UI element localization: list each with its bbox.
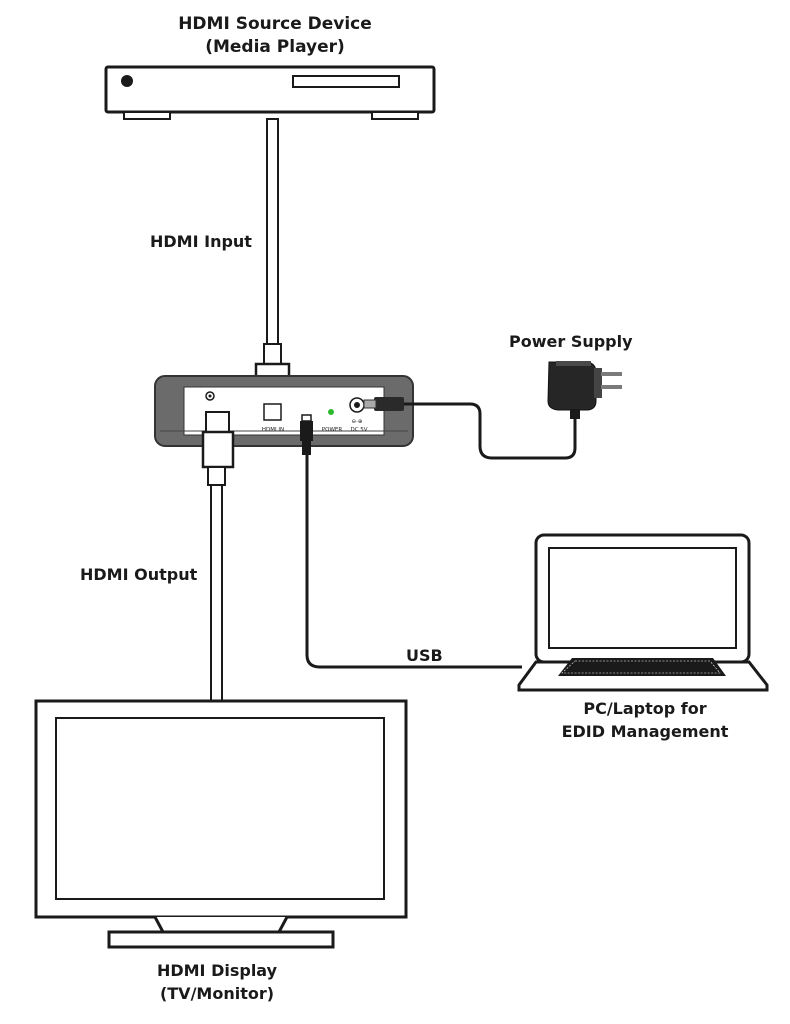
media-player (104, 65, 436, 120)
usb-label: USB (406, 646, 443, 665)
monitor-icon (34, 699, 408, 949)
disc-slot (292, 75, 400, 88)
usb-connector (300, 414, 313, 455)
power-port-label: POWER (322, 427, 343, 433)
power-led-icon (328, 409, 334, 415)
svg-text:⊖·⊕: ⊖·⊕ (352, 419, 363, 425)
hdmi-in-port-label: HDMI IN (262, 427, 284, 433)
source-device-title: HDMI Source Device (178, 14, 372, 34)
power-supply-label: Power Supply (509, 332, 633, 351)
power-cable (404, 402, 577, 460)
hdmi-input-label: HDMI Input (150, 232, 252, 251)
dc-port-label: DC 5V (350, 427, 367, 433)
hdmi-output-cable (201, 411, 235, 702)
power-adapter-icon (547, 361, 622, 419)
display-title: HDMI Display (157, 961, 278, 980)
pc-subtitle: EDID Management (562, 722, 729, 741)
source-device-subtitle: (Media Player) (205, 37, 345, 57)
pc-title: PC/Laptop for (583, 699, 706, 718)
power-plug (363, 397, 404, 411)
power-button-icon (121, 75, 133, 87)
hdmi-output-label: HDMI Output (80, 565, 198, 584)
usb-cable (305, 455, 522, 669)
laptop-icon (517, 533, 769, 692)
edid-device: HDMI IN POWER ⊖·⊕ DC 5V (154, 375, 414, 447)
display-subtitle: (TV/Monitor) (160, 984, 274, 1003)
